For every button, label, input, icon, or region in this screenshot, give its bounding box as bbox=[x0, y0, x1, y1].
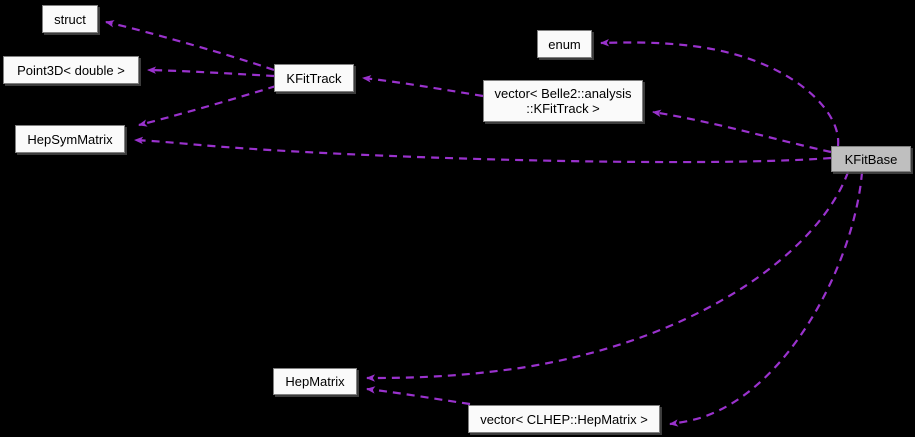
edge-kfitbase-to-hepmatrix bbox=[366, 171, 850, 382]
edge-vector-kfittrack-to-kfittrack bbox=[362, 75, 484, 98]
node-label-kfittrack: KFitTrack bbox=[286, 70, 342, 86]
node-struct[interactable]: struct bbox=[42, 5, 98, 33]
edge-kfittrack-to-struct bbox=[105, 20, 275, 72]
edge-kfitbase-to-hepsymmatrix bbox=[134, 136, 832, 164]
node-label-point3d: Point3D< double > bbox=[17, 62, 125, 78]
node-hepmatrix[interactable]: HepMatrix bbox=[273, 368, 357, 395]
node-kfitbase[interactable]: KFitBase bbox=[831, 146, 911, 172]
node-label-hepmatrix: HepMatrix bbox=[285, 374, 345, 389]
node-label-vector_hepmatrix: vector< CLHEP::HepMatrix > bbox=[480, 411, 648, 427]
node-enum[interactable]: enum bbox=[537, 30, 592, 58]
edge-kfitbase-to-enum bbox=[600, 39, 840, 147]
node-label-struct: struct bbox=[54, 11, 86, 27]
node-vector_hepmatrix[interactable]: vector< CLHEP::HepMatrix > bbox=[468, 405, 660, 433]
node-vector_kfittrack[interactable]: vector< Belle2::analysis ::KFitTrack > bbox=[483, 80, 643, 122]
edge-kfitbase-to-vector-hepmatrix bbox=[669, 171, 864, 427]
edge-kfittrack-to-hepsymmatrix bbox=[138, 84, 277, 127]
node-point3d[interactable]: Point3D< double > bbox=[3, 56, 139, 84]
node-label-hepsymmatrix: HepSymMatrix bbox=[27, 131, 113, 147]
edge-vector-hepmatrix-to-hepmatrix bbox=[366, 386, 471, 406]
node-label-enum: enum bbox=[548, 36, 581, 52]
edges-group bbox=[105, 20, 864, 427]
node-hepsymmatrix[interactable]: HepSymMatrix bbox=[15, 125, 125, 153]
edge-kfittrack-to-point3d bbox=[147, 66, 275, 78]
edge-kfitbase-to-vector-kfittrack bbox=[652, 109, 832, 154]
node-label-vector_kfittrack: vector< Belle2::analysis ::KFitTrack > bbox=[494, 86, 632, 116]
node-kfittrack[interactable]: KFitTrack bbox=[274, 64, 354, 92]
node-label-kfitbase: KFitBase bbox=[844, 151, 898, 167]
